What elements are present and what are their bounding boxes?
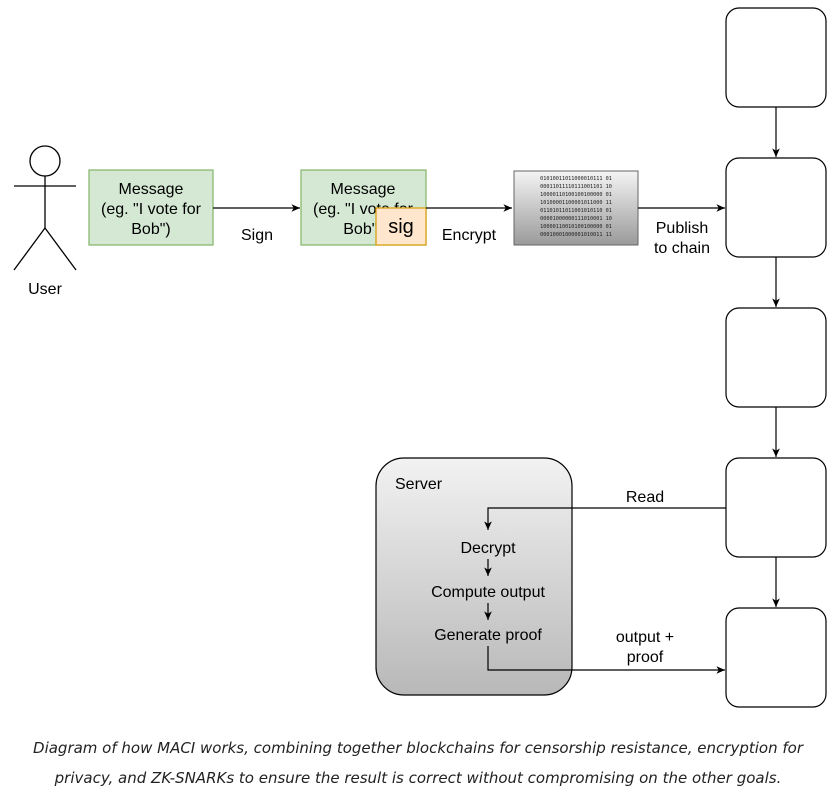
signed-message-line-1: Message xyxy=(331,181,396,198)
chain-block xyxy=(725,457,827,558)
actor-head xyxy=(29,145,61,177)
server-title: Server xyxy=(395,476,443,493)
output-proof-arrow xyxy=(487,646,725,674)
message-box: Message (eg. "I vote for Bob") xyxy=(88,169,214,246)
server-step-decrypt: Decrypt xyxy=(460,540,516,557)
signed-message-line-3: Bob") xyxy=(343,221,382,238)
server-rect xyxy=(375,457,573,696)
ciphertext-line: 00010001000001010011 11 xyxy=(540,232,612,238)
server-step-compute: Compute output xyxy=(431,584,545,601)
ciphertext-line: 10100001100001011000 11 xyxy=(540,200,612,206)
sig-badge xyxy=(375,207,427,246)
chain-block xyxy=(725,157,827,258)
sign-label: Sign xyxy=(241,227,273,244)
chain-block xyxy=(725,7,827,108)
actor-label: User xyxy=(28,281,62,298)
publish-label-2: to chain xyxy=(654,240,710,257)
message-box-rect xyxy=(88,169,214,246)
maci-diagram: User Message (eg. "I vote for Bob") Sign… xyxy=(13,7,827,708)
ciphertext-rect xyxy=(513,170,639,246)
message-line-3: Bob") xyxy=(131,221,170,238)
actor-left-leg xyxy=(13,227,46,271)
ciphertext-line: 01010011011000010111 01 xyxy=(540,176,612,182)
output-proof-label-1: output + xyxy=(616,629,674,646)
sig-label: sig xyxy=(388,216,414,238)
server-step-proof: Generate proof xyxy=(434,627,542,644)
ciphertext-line: 00001000000111010001 10 xyxy=(540,216,612,222)
publish-label-1: Publish xyxy=(656,220,708,237)
chain-block xyxy=(725,307,827,408)
signed-message-box: Message (eg. "I vote for Bob") sig xyxy=(300,169,427,246)
blockchain xyxy=(725,7,827,708)
ciphertext-line: 01101011011001010110 01 xyxy=(540,208,612,214)
read-arrow xyxy=(484,507,726,530)
ciphertext-line: 10000110100100100000 01 xyxy=(540,192,612,198)
read-label: Read xyxy=(626,489,664,506)
ciphertext-block: 01010011011000010111 01 0001101111011100… xyxy=(513,170,639,246)
figure-caption: Diagram of how MACI works, combining tog… xyxy=(33,739,803,787)
message-line-1: Message xyxy=(119,181,184,198)
ciphertext-line: 00011011110111001101 10 xyxy=(540,184,612,190)
output-proof-label-2: proof xyxy=(627,649,664,666)
ciphertext-line: 10000110010100100000 01 xyxy=(540,224,612,230)
chain-block xyxy=(725,607,827,708)
message-line-2: (eg. "I vote for xyxy=(101,201,202,218)
actor-right-leg xyxy=(44,227,77,271)
encrypt-label: Encrypt xyxy=(442,227,497,244)
server-box: Server Decrypt Compute output Generate p… xyxy=(375,457,573,696)
user-actor: User xyxy=(13,145,77,298)
